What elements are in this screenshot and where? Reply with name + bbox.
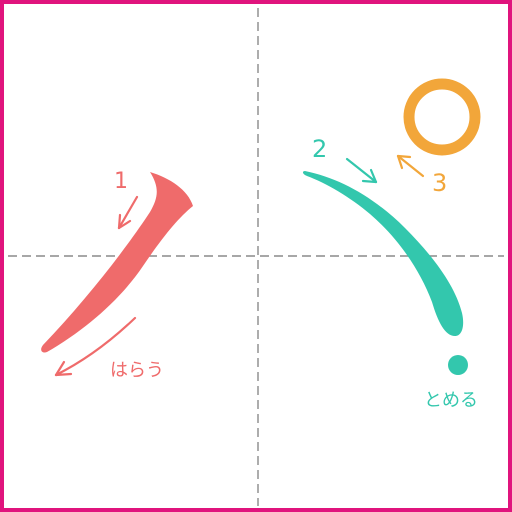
stroke-1-number: 1 bbox=[114, 169, 128, 194]
stop-dot-icon bbox=[448, 355, 468, 375]
stroke-3-arrow-icon bbox=[396, 154, 425, 178]
stroke-1-sweep bbox=[41, 172, 193, 353]
stroke-2-caption: とめる bbox=[424, 390, 478, 411]
stroke-2-number: 2 bbox=[312, 135, 327, 163]
stroke-3-circle bbox=[403, 78, 481, 156]
stroke-2-stop bbox=[302, 171, 464, 336]
stroke-1-arrow-icon bbox=[117, 195, 139, 230]
stroke-1-caption: はらう bbox=[110, 360, 164, 381]
sweep-arrow-icon bbox=[54, 316, 137, 377]
stroke-3-number: 3 bbox=[432, 169, 447, 197]
stroke-2-arrow-icon bbox=[345, 157, 378, 184]
